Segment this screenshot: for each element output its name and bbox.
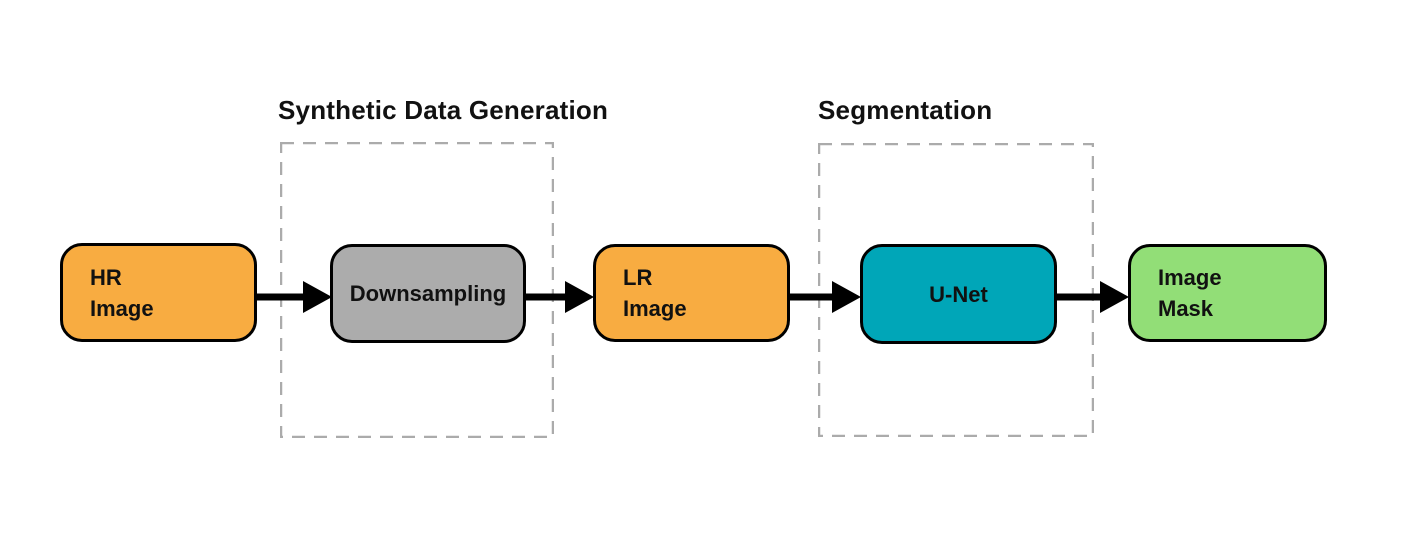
node-label: U-Net bbox=[929, 281, 988, 307]
group-box-synthetic-data-generation bbox=[280, 142, 554, 438]
dashed-border bbox=[818, 143, 1094, 437]
arrow-downsampling-to-lr-image bbox=[526, 279, 595, 315]
node-downsampling: Downsampling bbox=[330, 244, 526, 343]
arrow-hr-image-to-downsampling bbox=[257, 279, 333, 315]
node-image-mask: Image Mask bbox=[1128, 244, 1327, 342]
node-label: Image Mask bbox=[1158, 265, 1222, 321]
dashed-border bbox=[280, 142, 554, 438]
group-box-segmentation bbox=[818, 143, 1094, 437]
node-lr-image: LR Image bbox=[593, 244, 790, 342]
arrow-lr-image-to-u-net bbox=[790, 279, 862, 315]
group-label-segmentation: Segmentation bbox=[818, 95, 993, 125]
node-label: Downsampling bbox=[349, 281, 507, 306]
node-u-net: U-Net bbox=[860, 244, 1057, 344]
arrow-u-net-to-image-mask bbox=[1057, 279, 1130, 315]
group-label-synthetic-data-generation: Synthetic Data Generation bbox=[278, 95, 609, 125]
node-hr-image: HR Image bbox=[60, 243, 257, 342]
node-label: LR Image bbox=[623, 265, 687, 321]
node-label: HR Image bbox=[90, 264, 154, 321]
